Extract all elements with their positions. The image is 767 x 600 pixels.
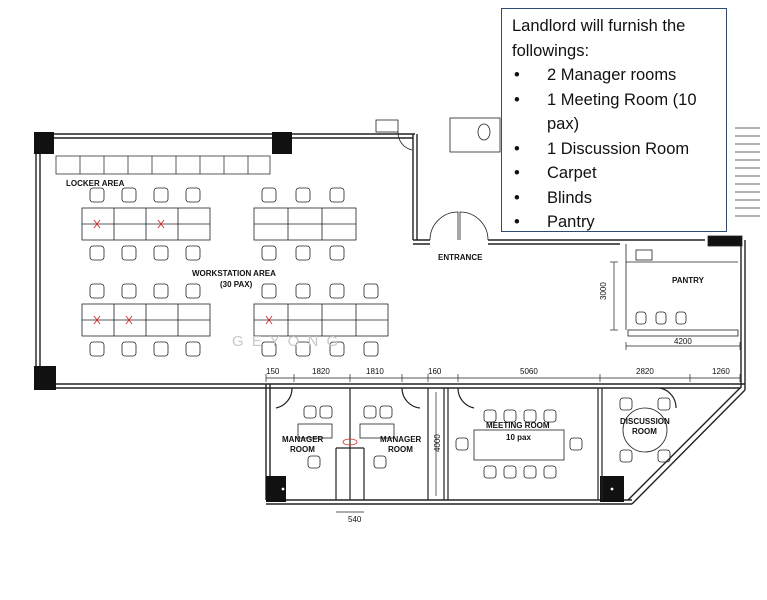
note-item-text: 2 Manager rooms	[547, 66, 677, 84]
bullet-icon: •	[514, 188, 520, 207]
pantry-fixtures	[625, 235, 743, 337]
dim-150: 150	[266, 367, 280, 376]
note-title: Landlord will furnish the followings:	[512, 17, 686, 60]
note-item: • Blinds	[512, 186, 718, 211]
dim-2820: 2820	[636, 367, 654, 376]
workstation-cluster-2	[253, 187, 357, 261]
note-item: • 1 Meeting Room (10 pax)	[512, 88, 718, 137]
note-item: • Pantry	[512, 210, 718, 235]
locker-row	[55, 155, 271, 175]
meeting-room-pax: 10 pax	[506, 433, 531, 442]
discussion-room-label: DISCUSSION	[620, 417, 670, 426]
note-item-text: 1 Meeting Room (10 pax)	[547, 90, 697, 134]
note-item-text: 1 Discussion Room	[547, 139, 690, 158]
workstation-cluster-1	[81, 187, 211, 261]
column-marks	[281, 487, 614, 491]
watermark: G E Y O N G	[232, 333, 340, 350]
meeting-room-label: MEETING ROOM	[486, 421, 550, 430]
bullet-icon: •	[514, 213, 520, 231]
dimension-lines	[265, 261, 741, 513]
note-list: • 2 Manager rooms • 1 Meeting Room (10 pax…	[512, 63, 718, 235]
staircase	[735, 127, 760, 217]
dim-5060: 5060	[520, 367, 538, 376]
bullet-icon: •	[514, 139, 520, 158]
dim-1820: 1820	[312, 367, 330, 376]
bullet-icon: •	[514, 164, 520, 182]
discussion-room-sub: ROOM	[632, 427, 657, 436]
dim-160: 160	[428, 367, 442, 376]
meeting-room-furniture	[455, 409, 583, 479]
room-partitions	[275, 387, 677, 500]
entrance-doors	[375, 117, 501, 241]
dim-4200: 4200	[674, 337, 692, 346]
locker-area-label: LOCKER AREA	[66, 179, 125, 188]
note-item: • Carpet	[512, 161, 718, 186]
note-item: • 2 Manager rooms	[512, 63, 718, 88]
manager-room-1-label: MANAGER	[282, 435, 324, 444]
dim-1260: 1260	[712, 367, 730, 376]
workstation-area-label: WORKSTATION AREA	[192, 269, 276, 278]
workstation-pax-label: (30 PAX)	[220, 280, 253, 289]
note-item-text: Pantry	[547, 213, 595, 231]
discussion-room-furniture	[619, 397, 671, 463]
manager-room-2-sub: ROOM	[388, 445, 413, 454]
manager-room-furniture	[297, 405, 395, 469]
bullet-icon: •	[514, 90, 520, 109]
note-item-text: Blinds	[547, 188, 592, 207]
note-item-text: Carpet	[547, 164, 597, 182]
note-item: • 1 Discussion Room	[512, 137, 718, 162]
landlord-note: Landlord will furnish the followings: • 2…	[501, 8, 727, 232]
manager-room-2-label: MANAGER	[380, 435, 422, 444]
pantry-label: PANTRY	[672, 276, 705, 285]
dim-540: 540	[348, 515, 362, 524]
dim-4000: 4000	[433, 434, 442, 452]
workstation-cluster-4	[253, 283, 389, 357]
dim-3000: 3000	[599, 282, 608, 300]
bullet-icon: •	[514, 66, 520, 84]
entrance-label: ENTRANCE	[438, 253, 483, 262]
manager-room-1-sub: ROOM	[290, 445, 315, 454]
desk-accent-marks	[93, 219, 273, 325]
workstation-cluster-3	[81, 283, 211, 357]
dim-1810: 1810	[366, 367, 384, 376]
